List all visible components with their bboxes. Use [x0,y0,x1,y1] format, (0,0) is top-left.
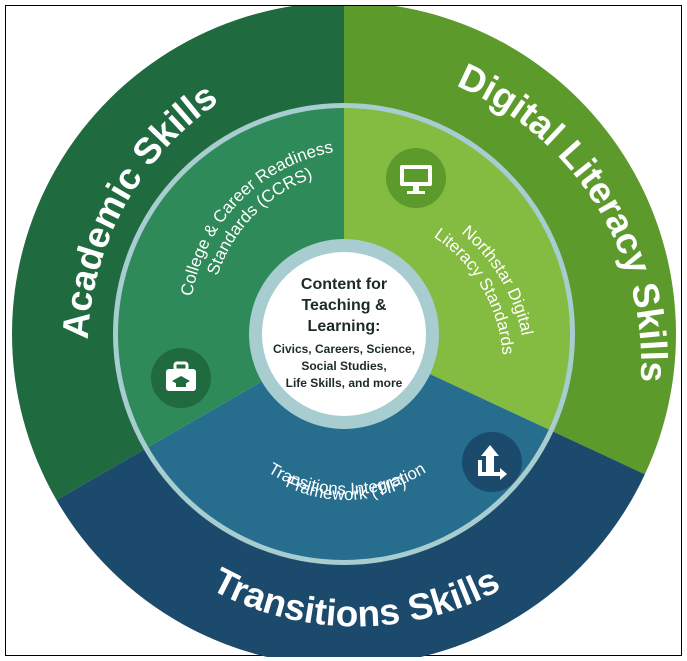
direction-arrows-icon [462,432,522,492]
digital-outer-segment [344,6,676,475]
computer-monitor-icon [386,148,446,208]
briefcase-graduation-cap-icon [151,348,211,408]
diagram-frame: Academic Skills Digital Literacy Skills … [5,5,682,657]
outer-ring [113,103,575,565]
center-subtitle-line2: Social Studies, [301,359,386,373]
center-title-line1: Content for [301,276,387,293]
center-title-line2: Teaching & [301,297,386,314]
skills-wheel-diagram: Academic Skills Digital Literacy Skills … [12,6,676,657]
academic-outer-segment [12,6,344,500]
transitions-outer-segment [56,431,645,657]
center-title-line3: Learning: [308,318,381,335]
center-circle [262,252,426,416]
center-subtitle-line3: Life Skills, and more [286,376,403,390]
center-subtitle-line1: Civics, Careers, Science, [273,342,415,356]
transitions-inner-segment [148,372,549,560]
